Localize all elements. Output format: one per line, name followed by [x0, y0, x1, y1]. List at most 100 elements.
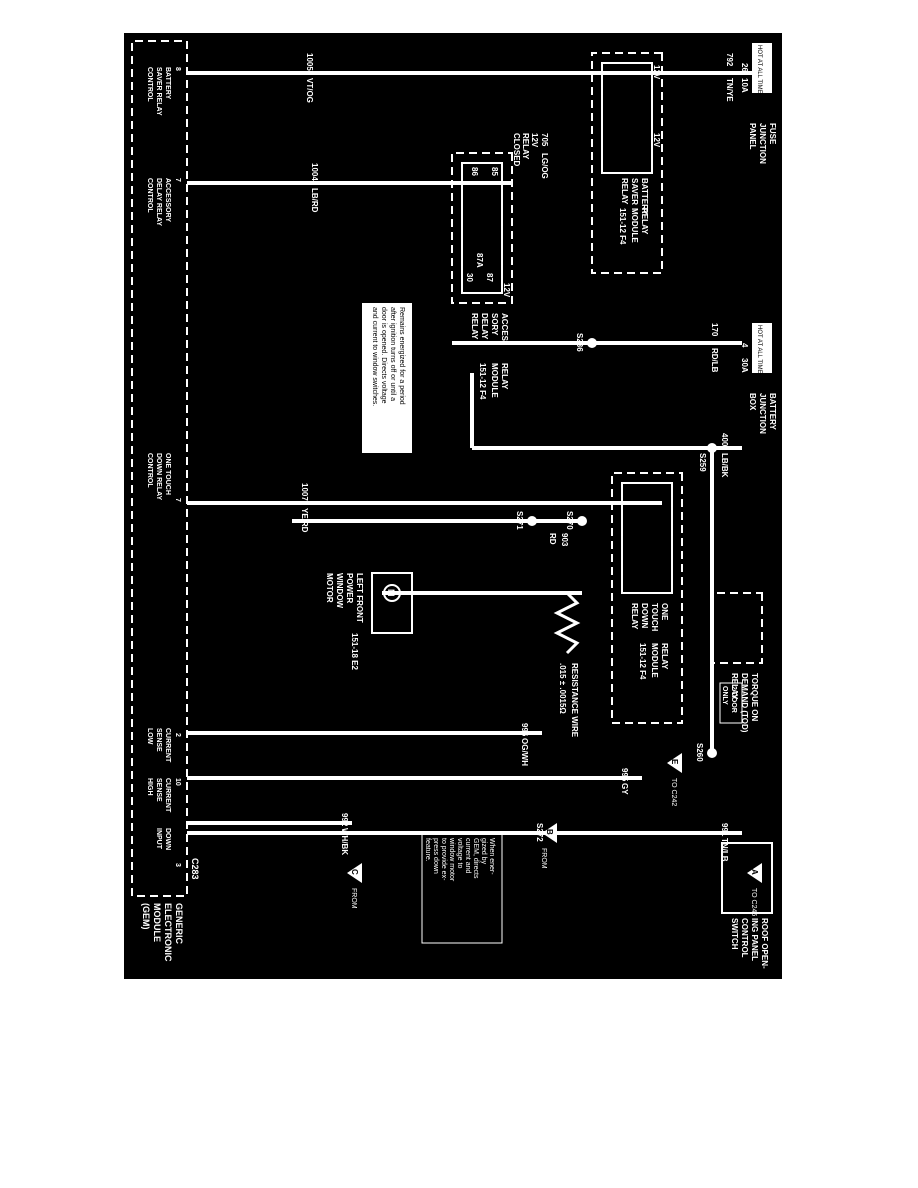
gem-connector-label: C283 [190, 858, 200, 880]
bjb-label: JUNCTION [758, 393, 767, 434]
splice-dot [707, 748, 717, 758]
tod-box [711, 592, 763, 664]
gem-pin-label: HIGH [146, 778, 153, 796]
resistance-label: RESISTANCE WIRE [570, 663, 579, 738]
note-line: feature. [424, 838, 431, 862]
arrow-label: TO C245 [750, 888, 757, 916]
wire-label: 995 [620, 768, 629, 782]
wire-color: RD/LB [710, 348, 719, 373]
splice-dot [527, 516, 537, 526]
wire-label: 1005 [305, 53, 314, 71]
tod-relay: TORQUE ON DEMAND (TOD) RELAY [711, 592, 763, 733]
roof-box [721, 842, 773, 914]
tod-label: RELAY [730, 673, 739, 700]
relay-module-box [451, 152, 513, 304]
relay-12v: 12V [652, 133, 661, 148]
gem-pin-number: 7 [174, 178, 181, 182]
gem-pin-number: 2 [174, 733, 181, 737]
gem-pin-label: SENSE [155, 778, 162, 802]
bjb-fuse-number: 4 [740, 343, 749, 348]
battery-junction-box: HOT AT ALL TIMES BATTERY JUNCTION BOX 4 … [740, 323, 777, 434]
gem-pin-label: INPUT [155, 828, 162, 850]
module-ref: 151-12 F4 [478, 363, 487, 400]
gem-pin-label: CURRENT [164, 778, 171, 813]
splice-label: S259 [698, 453, 707, 472]
relay-pin: 85 [490, 167, 499, 176]
hot-label-box [752, 43, 772, 93]
module-label: RELAY [660, 643, 669, 670]
note-line: gized by [480, 838, 487, 865]
gem-pin-label: DOWN RELAY [155, 453, 162, 501]
accessory-delay-relay: ACCES- SORY DELAY RELAY RELAY MODULE 151… [451, 133, 539, 400]
module-ref: 151-12 F4 [638, 643, 647, 680]
wire-color: LB/BK [720, 453, 729, 478]
arrows: A TO C245 E TO C242 B FROM C FROM [347, 753, 762, 916]
relay-module-box [591, 52, 663, 274]
arrow-a [747, 863, 762, 883]
relay-label: ACCES- [500, 313, 509, 344]
module-label: RELAY [500, 363, 509, 390]
wire-color: LB/RD [310, 188, 319, 213]
relay-label: ONE [660, 603, 669, 621]
module-label: MODULE [650, 643, 659, 678]
resistance-wire: RESISTANCE WIRE .015 ± .0015Ω [553, 591, 581, 738]
note-line: voltage to [456, 838, 463, 868]
gem-pin-label: LOW [146, 728, 153, 745]
battery-saver-relay: BATTERY SAVER RELAY RELAY MODULE 151-12 … [591, 52, 663, 274]
motor-label: LEFT FRONT [355, 573, 364, 623]
bjb-label: BATTERY [768, 393, 777, 431]
splice-label: S236 [575, 333, 584, 352]
two-door-line: ONLY [721, 686, 728, 705]
gem-pin-label: BATTERY [164, 67, 171, 100]
arrow-letter: B [545, 829, 554, 835]
tod-label: TORQUE ON [750, 673, 759, 722]
wire-label: 1004 [310, 163, 319, 181]
gem-pin-label: DELAY RELAY [155, 178, 162, 226]
relay-box [461, 162, 503, 294]
arrow-b [542, 823, 557, 843]
wire-color: RD [548, 533, 557, 545]
relay-label: RELAY [470, 313, 479, 340]
relay-label: RELAY [630, 603, 639, 630]
two-door-note: 2 DOOR ONLY [719, 682, 743, 724]
splice-label: S272 [535, 823, 544, 842]
wire-label: 996 [520, 723, 529, 737]
arrow-c [347, 863, 362, 883]
splice-label: S260 [695, 743, 704, 762]
gem-note-box [421, 832, 503, 944]
splice-dot [707, 443, 717, 453]
motor-box [371, 572, 413, 634]
wire-label: 1007 [300, 483, 309, 501]
arrow-letter: A [750, 869, 759, 875]
gem-label-line1: GENERIC [174, 903, 184, 945]
accessory-note: Remains energized for a period after ign… [362, 303, 412, 453]
gem-note: When ener- gized by GEM, directs current… [421, 832, 503, 944]
fuse-junction-panel: HOT AT ALL TIMES FUSE JUNCTION PANEL 26 … [740, 43, 777, 164]
note-box [362, 303, 412, 453]
relay-closed: RELAY [521, 133, 530, 160]
relay-pin: 87A [475, 253, 484, 268]
splice-label: S270 [565, 511, 574, 530]
relay-label: TOUCH [650, 603, 659, 632]
arrow-label: TO C242 [670, 778, 677, 806]
module-label: MODULE [490, 363, 499, 398]
splice-dot [587, 338, 597, 348]
note-line: current and [464, 838, 471, 874]
note-line: GEM, directs [472, 838, 479, 879]
roof-label: ROOF OPEN- [760, 918, 769, 969]
relay-box [601, 62, 653, 174]
roof-label: CONTROL [740, 918, 749, 958]
note-line: press down [432, 838, 439, 874]
window-motor: M LEFT FRONT POWER WINDOW MOTOR 151-18 E… [325, 572, 413, 670]
arrow-label: FROM [350, 888, 357, 909]
arrow-label: FROM [540, 848, 547, 869]
gem-pin-label: ONE TOUCH [164, 453, 171, 495]
bjb-label: BOX [748, 393, 757, 411]
arrow-e [667, 753, 682, 773]
wire-color: LG/OG [540, 153, 549, 179]
two-door-box [719, 682, 743, 724]
gem-pin-number: 7 [174, 498, 181, 502]
wire-color: WH/BK [340, 828, 349, 855]
motor-ref: 151-18 E2 [350, 633, 359, 670]
module-label: RELAY [640, 208, 649, 235]
